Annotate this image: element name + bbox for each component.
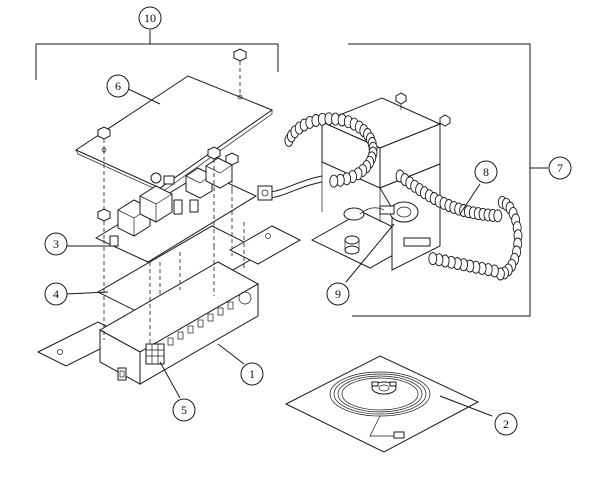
svg-text:5: 5: [181, 403, 187, 417]
callout-7: 7: [548, 156, 572, 180]
callout-9: 9: [326, 282, 350, 306]
part-3-component-board: [94, 146, 258, 263]
switch-icon: [117, 367, 127, 381]
part-8-heater-coil: [284, 112, 523, 281]
callout-2: 2: [494, 412, 518, 436]
svg-text:7: 7: [557, 161, 563, 175]
nut-icon: [233, 48, 247, 62]
part-2-mounting-sheet: [284, 355, 480, 453]
callout-5: 5: [172, 398, 196, 422]
lead-wire: [257, 175, 323, 201]
base-chassis: [36, 222, 302, 385]
part-5-connector: [145, 343, 165, 365]
screw-icon: [439, 114, 451, 127]
svg-text:1: 1: [249, 367, 255, 381]
screw-icon: [395, 92, 407, 110]
callout-10: 10: [138, 6, 162, 30]
nut-icon: [97, 126, 111, 140]
bracket-group-10: [35, 30, 279, 80]
svg-text:10: 10: [144, 11, 156, 25]
svg-text:3: 3: [53, 237, 59, 251]
part-6-cover-plate: [74, 48, 274, 193]
fuse-row: [167, 301, 234, 346]
bracket-group-7: [348, 43, 548, 317]
leader-lines: [65, 87, 493, 417]
callout-4: 4: [44, 282, 68, 306]
svg-text:6: 6: [115, 79, 121, 93]
callout-1: 1: [240, 362, 264, 386]
svg-text:9: 9: [335, 287, 341, 301]
coil-turn: [329, 174, 339, 188]
wire-spool-hub: [371, 381, 397, 395]
callout-6: 6: [106, 74, 130, 98]
coil-turn: [493, 209, 503, 223]
callout-8: 8: [474, 160, 498, 184]
svg-text:4: 4: [53, 287, 59, 301]
svg-text:2: 2: [503, 417, 509, 431]
svg-text:8: 8: [483, 165, 489, 179]
part-9-thermostat: [343, 201, 419, 223]
relay-icon: [139, 185, 173, 223]
callout-3: 3: [44, 232, 68, 256]
coil-turn: [428, 252, 438, 266]
bolt-icon: [344, 235, 360, 255]
